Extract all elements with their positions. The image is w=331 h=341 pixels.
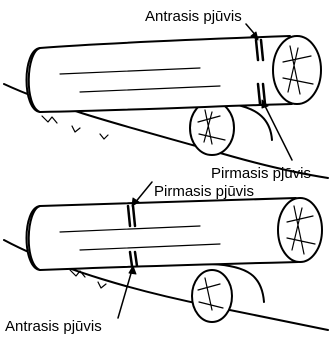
bottom-second-cut-arrow	[118, 270, 132, 318]
top-support-log	[190, 101, 272, 155]
top-second-cut-label: Antrasis pjūvis	[145, 8, 242, 25]
bottom-second-cut-label: Antrasis pjūvis	[5, 318, 102, 335]
top-illustration: Antrasis pjūvis Pirmasis pjūvis	[4, 8, 328, 182]
bottom-main-log	[27, 198, 323, 270]
top-main-log	[27, 36, 322, 112]
bottom-first-cut-label: Pirmasis pjūvis	[154, 183, 254, 200]
top-first-cut-arrow	[264, 104, 292, 160]
top-ground-grass	[42, 116, 108, 139]
bottom-support-log	[192, 264, 264, 322]
bottom-illustration: Pirmasis pjūvis Antrasis pjūvis	[4, 182, 328, 335]
top-first-cut-label: Pirmasis pjūvis	[211, 165, 311, 182]
